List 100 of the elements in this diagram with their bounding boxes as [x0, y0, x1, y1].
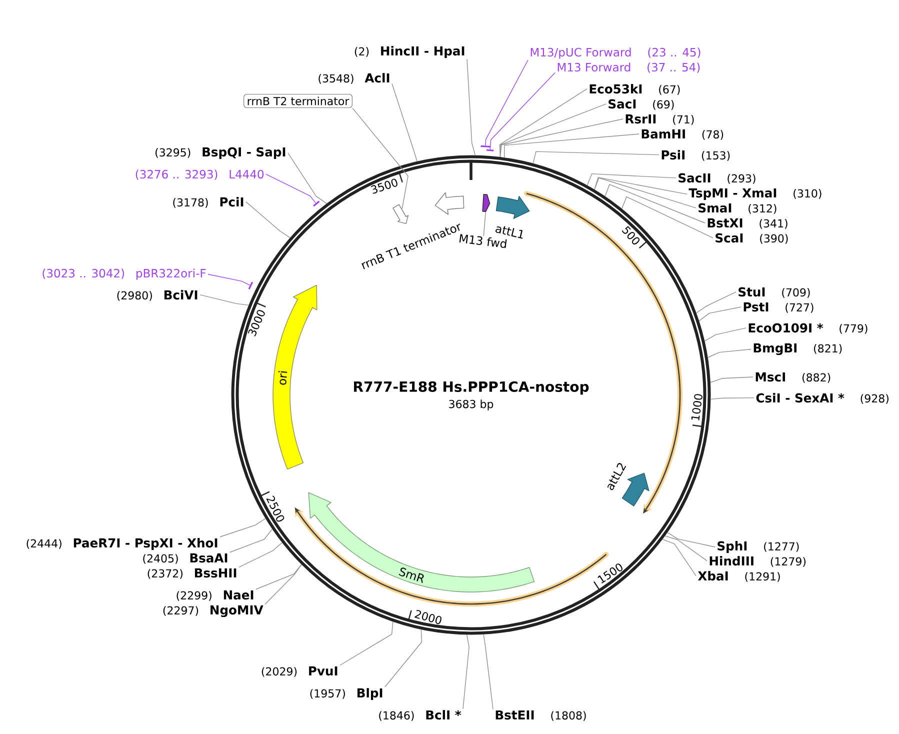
- leader-line: [710, 397, 754, 400]
- enzyme-label: PstI: [744, 302, 768, 312]
- position-label: (71): [673, 115, 694, 125]
- position-label: (2): [354, 47, 369, 57]
- position-label: (341): [760, 219, 788, 229]
- position-label: (3295): [156, 148, 190, 158]
- position-label: (3023 .. 3042): [42, 268, 124, 279]
- leader-line: [200, 294, 250, 306]
- position-label: (2405): [143, 554, 178, 564]
- tick-label: 3500: [370, 178, 398, 194]
- leader-line: [490, 72, 556, 150]
- leader-line: [340, 621, 394, 666]
- leader-line: [707, 348, 752, 358]
- position-label: (2372): [148, 569, 182, 579]
- primer-label: M13/pUC Forward: [530, 48, 631, 59]
- feature-label: attL2: [607, 463, 626, 490]
- position-label: (293): [728, 174, 756, 184]
- enzyme-label: TspMI - XmaI: [688, 188, 776, 200]
- enzyme-label: SphI: [718, 541, 747, 553]
- leader-line: [483, 634, 494, 710]
- leader-line: [392, 83, 418, 162]
- enzyme-label: BlpI: [357, 688, 382, 700]
- enzyme-label: HincII - HpaI: [381, 46, 464, 58]
- position-label: (709): [782, 288, 810, 298]
- enzyme-label: SacI: [608, 99, 636, 109]
- primer-mark: [248, 282, 254, 290]
- enzyme-label: NgoMIV: [210, 605, 264, 618]
- leader-line: [604, 184, 706, 224]
- leader-line: [264, 564, 302, 605]
- enzyme-label: BciVI: [164, 290, 198, 300]
- enzyme-label: ScaI: [716, 233, 743, 243]
- position-label: (2980): [117, 291, 152, 301]
- position-label: (67): [659, 85, 680, 95]
- plasmid-size: 3683 bp: [449, 400, 494, 410]
- primer-label: M13 Forward: [558, 62, 630, 72]
- tick-label: 3000: [248, 310, 265, 336]
- leader-line: [704, 328, 746, 342]
- leader-line: [483, 212, 486, 236]
- leader-line: [500, 118, 624, 158]
- enzyme-label: AclI: [364, 73, 390, 83]
- position-label: (1957): [310, 689, 345, 699]
- enzyme-label: EcoO109I *: [748, 323, 824, 333]
- position-label: (779): [840, 324, 868, 334]
- label-box: rrnB T2 terminator: [244, 94, 352, 108]
- position-label: (69): [653, 100, 674, 110]
- position-label: (1277): [764, 542, 799, 552]
- leader-line: [208, 274, 250, 286]
- enzyme-label: BamHI: [642, 129, 685, 139]
- enzyme-label: BstEII: [496, 710, 534, 720]
- enzyme-label: PciI: [220, 197, 244, 207]
- feature-segment: SmR: [308, 492, 535, 592]
- leader-line: [710, 376, 754, 383]
- enzyme-label: PaeR7I - PspXI - XhoI: [74, 538, 218, 550]
- leader-line: [664, 536, 708, 562]
- position-label: (1846): [379, 711, 414, 721]
- position-label: (821): [814, 344, 842, 354]
- enzyme-label: SmaI: [698, 203, 732, 213]
- leader-line: [266, 174, 316, 204]
- position-label: (1291): [745, 572, 780, 582]
- primer-mark: [480, 145, 490, 148]
- enzyme-label: XbaI: [698, 571, 728, 581]
- enzyme-label: CsiI - SexAI *: [756, 393, 844, 403]
- leader-line: [220, 518, 266, 538]
- leader-line: [532, 151, 660, 164]
- position-label: (310): [794, 189, 822, 199]
- position-label: (727): [786, 303, 814, 313]
- leader-line: [238, 542, 282, 568]
- leader-line: [485, 60, 528, 146]
- position-label: (1279): [770, 557, 806, 567]
- position-label: (2444): [26, 539, 62, 549]
- leader-line: [594, 177, 688, 195]
- enzyme-label: RsrII: [626, 114, 656, 124]
- position-label: (390): [760, 234, 788, 244]
- enzyme-label: SacII: [678, 173, 710, 183]
- enzyme-label: PvuI: [309, 666, 338, 676]
- plasmid-name: R777-E188 Hs.PPP1CA-nostop: [354, 381, 589, 395]
- enzyme-label: MscI: [756, 372, 785, 382]
- enzyme-label: BsaAI: [190, 553, 228, 563]
- position-label: (78): [702, 130, 724, 140]
- enzyme-label: BclI *: [426, 710, 462, 720]
- leader-line: [256, 564, 302, 590]
- enzyme-label: HindIII: [710, 556, 754, 566]
- leader-line: [352, 108, 408, 209]
- enzyme-label: PsiI: [662, 150, 684, 160]
- position-label: (23 .. 45): [648, 48, 700, 58]
- primer-mark: [313, 200, 320, 207]
- leader-line: [384, 629, 422, 688]
- enzyme-label: BstXI: [708, 218, 742, 228]
- leader-line: [698, 306, 742, 322]
- position-label: (2029): [262, 667, 297, 677]
- tick-label: 2000: [414, 610, 442, 624]
- leader-line: [288, 152, 328, 204]
- position-label: (37 .. 54): [648, 62, 700, 73]
- position-label: (3178): [173, 198, 208, 208]
- position-label: (2299): [176, 591, 212, 601]
- leader-line: [696, 292, 736, 314]
- tick-label: 2500: [266, 496, 284, 522]
- enzyme-label: BssHII: [194, 568, 236, 578]
- leader-line: [622, 196, 714, 238]
- position-label: (153): [702, 151, 730, 161]
